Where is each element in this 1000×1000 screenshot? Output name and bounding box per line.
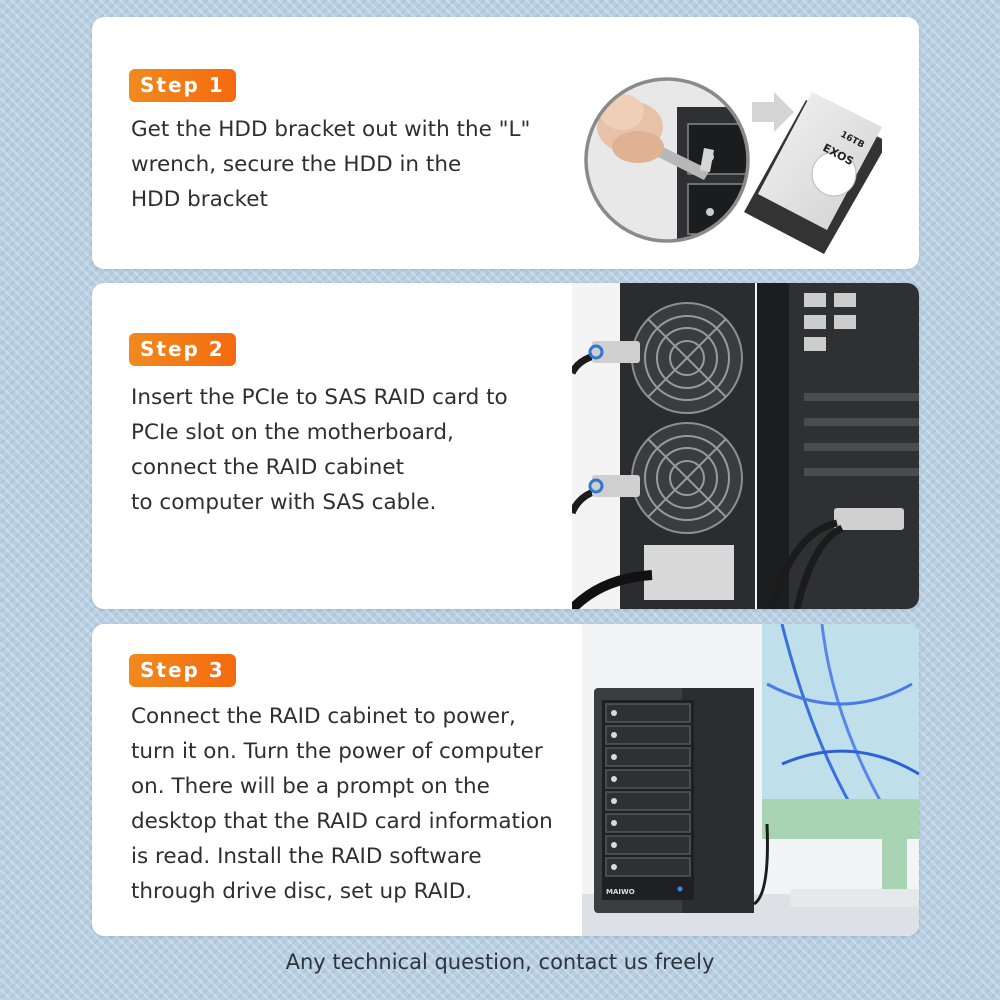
power-supply-vent [644,545,734,600]
step-2-line: connect the RAID cabinet [131,455,405,480]
step-1-badge: Step 1 [129,69,236,102]
hdd-bracket-illustration: EXOS 16TB [584,77,882,254]
keyboard-icon [790,889,919,907]
step-3-line: turn it on. Turn the power of computer [131,739,543,764]
sas-connection-illustration [572,283,919,609]
arrow-right-icon [752,92,794,132]
step-3-line: is read. Install the RAID software [131,844,482,869]
fan-icon [631,302,743,414]
cable [753,823,769,906]
step-3-card: Step 3 Connect the RAID cabinet to power… [92,624,919,936]
step-3-description: Connect the RAID cabinet to power, turn … [131,699,553,909]
magnifier-detail [586,79,748,241]
sas-connector [834,508,904,530]
step-3-line: through drive disc, set up RAID. [131,879,473,904]
sas-connector [592,475,640,497]
hdd-in-bracket-icon: EXOS 16TB [744,92,882,254]
step-2-card: Step 2 Insert the PCIe to SAS RAID card … [92,283,919,609]
footer-contact-note: Any technical question, contact us freel… [285,950,715,974]
step-2-description: Insert the PCIe to SAS RAID card to PCIe… [131,380,508,520]
step-3-badge: Step 3 [129,654,236,687]
step-1-line: HDD bracket [131,187,268,212]
step-1-description: Get the HDD bracket out with the "L" wre… [131,112,530,217]
raid-setup-illustration: MAIWO [582,624,919,936]
raid-cabinet: MAIWO [594,688,754,913]
fan-icon [631,422,743,534]
step-2-badge: Step 2 [129,333,236,366]
step-3-line: Connect the RAID cabinet to power, [131,704,516,729]
enclosure-brand-label: MAIWO [606,888,635,896]
step-2-line: to computer with SAS cable. [131,490,437,515]
step-3-line: desktop that the RAID card information [131,809,553,834]
step-2-line: Insert the PCIe to SAS RAID card to [131,385,508,410]
monitor-icon [762,624,919,894]
step-3-line: on. There will be a prompt on the [131,774,490,799]
step-2-line: PCIe slot on the motherboard, [131,420,454,445]
step-1-line: Get the HDD bracket out with the "L" [131,117,531,142]
power-cable [572,570,653,609]
sas-connector [592,341,640,363]
step-1-line: wrench, secure the HDD in the [131,152,462,177]
step-1-card: Step 1 Get the HDD bracket out with the … [92,17,919,269]
